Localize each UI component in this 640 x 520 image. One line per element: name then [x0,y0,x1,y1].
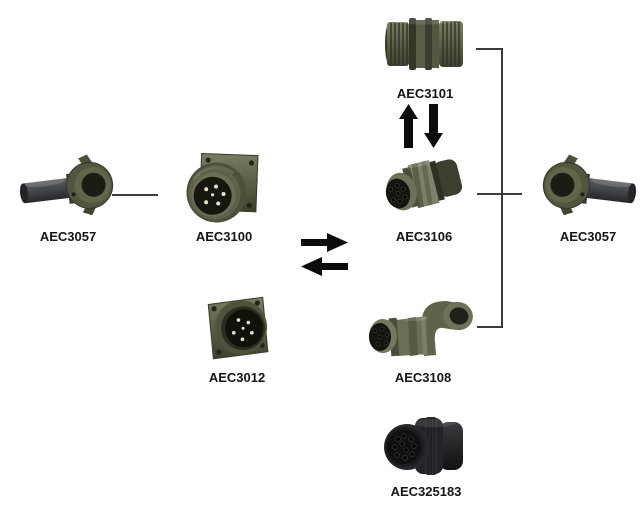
connector-figure-aec3012: AEC3012 [197,292,277,385]
aec3106-photo [385,158,463,211]
swap-horizontal-arrows-icon [301,233,348,276]
connector-figure-aec3101: AEC3101 [382,6,468,101]
connector-label-aec325183: AEC325183 [390,484,462,499]
connector-figure-aec3100: AEC3100 [176,146,272,244]
connector-label-aec3012: AEC3012 [208,370,266,385]
arrow-down-icon [424,104,443,148]
line-aec3101-branch [476,48,502,50]
aec3057-left-photo [19,154,114,216]
connector-figure-aec3108: AEC3108 [366,294,480,385]
aec3100-photo [186,152,259,223]
connector-label-aec3106: AEC3106 [395,229,453,244]
swap-vertical-arrows-icon [399,104,443,148]
arrow-up-icon [399,104,418,148]
connector-label-aec3108: AEC3108 [394,370,452,385]
connector-label-aec3101: AEC3101 [396,86,454,101]
arrow-left-icon [301,257,348,276]
line-aec3108-branch [477,326,502,328]
aec325183-photo [384,417,463,475]
aec3108-photo [369,301,473,357]
connector-figure-aec325183: AEC325183 [381,412,471,499]
connector-label-aec3057-right: AEC3057 [559,229,617,244]
aec3101-photo [385,17,463,70]
aec3057-right-photo [539,152,640,225]
line-vertical-bracket [501,48,503,328]
aec3012-photo [207,296,269,360]
connector-figure-aec3106: AEC3106 [377,146,471,244]
connector-figure-aec3057-right: AEC3057 [536,152,640,244]
connector-label-aec3100: AEC3100 [195,229,253,244]
line-aec3057-aec3100 [112,194,158,196]
line-aec3106-aec3057 [477,193,522,195]
connector-label-aec3057-left: AEC3057 [39,229,97,244]
connector-figure-aec3057-left: AEC3057 [16,152,120,244]
arrow-right-icon [301,233,348,252]
